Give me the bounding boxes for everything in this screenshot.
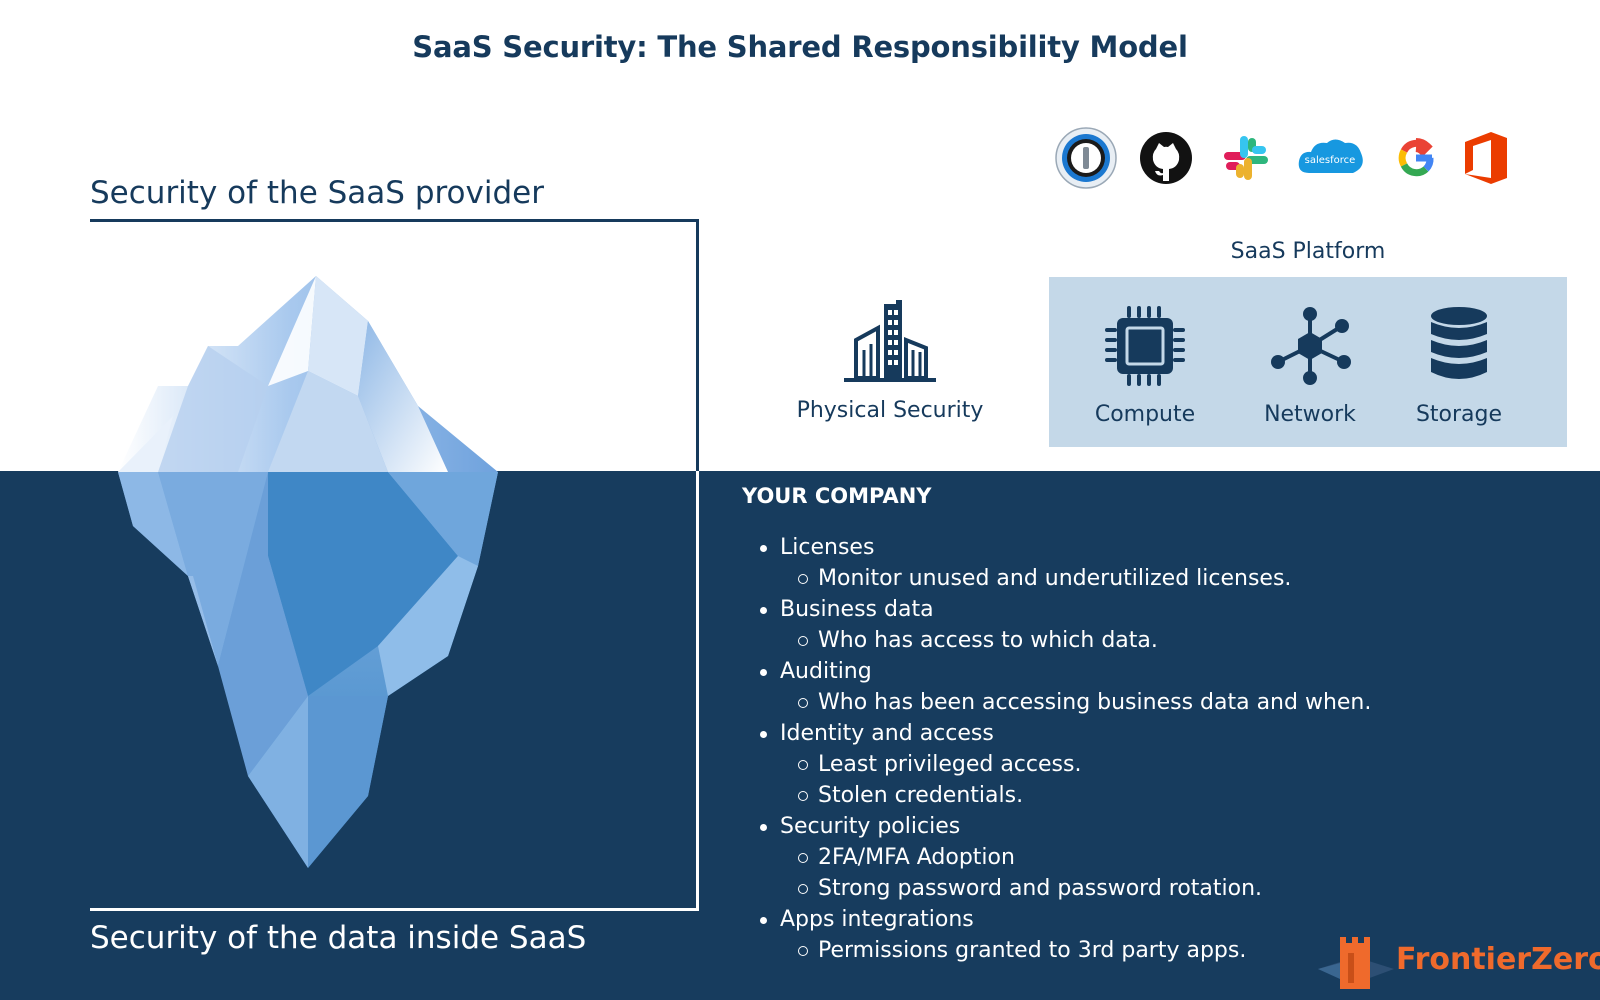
frontierzero-logo: FrontierZero: [1318, 935, 1600, 989]
office-icon: [1455, 126, 1517, 190]
castle-tower-icon: [1318, 937, 1394, 989]
brand-name: FrontierZero: [1396, 942, 1600, 977]
iceberg-illustration: [118, 276, 498, 868]
sub-list-item: Permissions granted to 3rd party apps.: [780, 935, 1562, 966]
list-item: Business data Who has access to which da…: [742, 594, 1562, 656]
list-item: Identity and access Least privileged acc…: [742, 718, 1562, 811]
saas-app-logos: salesforce: [1055, 126, 1525, 190]
salesforce-icon: salesforce: [1295, 126, 1365, 190]
data-heading: Security of the data inside SaaS: [90, 920, 587, 956]
slack-icon: [1215, 126, 1277, 190]
sub-list-item: Who has been accessing business data and…: [780, 687, 1562, 718]
compute-feature: Compute: [1075, 304, 1215, 427]
buildings-icon: [844, 300, 936, 382]
physical-security-label: Physical Security: [796, 398, 984, 423]
sub-list-item: Who has access to which data.: [780, 625, 1562, 656]
bracket-bottom-line: [90, 908, 699, 911]
bracket-top-line: [90, 219, 698, 222]
svg-text:salesforce: salesforce: [1305, 155, 1356, 166]
bracket-right-line-bottom: [696, 471, 699, 911]
provider-heading: Security of the SaaS provider: [90, 175, 544, 211]
network-icon: [1271, 307, 1351, 385]
list-item: Auditing Who has been accessing business…: [742, 656, 1562, 718]
bracket-right-line-top: [696, 219, 699, 471]
sub-list-item: Monitor unused and underutilized license…: [780, 563, 1562, 594]
sub-list-item: Stolen credentials.: [780, 780, 1562, 811]
network-feature: Network: [1240, 304, 1380, 427]
sub-list-item: 2FA/MFA Adoption: [780, 842, 1562, 873]
physical-security: Physical Security: [790, 300, 990, 423]
responsibility-list: Licenses Monitor unused and underutilize…: [742, 532, 1562, 966]
company-responsibilities: YOUR COMPANY Licenses Monitor unused and…: [742, 484, 1562, 966]
list-item: Apps integrations Permissions granted to…: [742, 904, 1562, 966]
saas-platform-label: SaaS Platform: [1230, 239, 1386, 264]
company-heading: YOUR COMPANY: [742, 484, 932, 508]
list-item: Licenses Monitor unused and underutilize…: [742, 532, 1562, 594]
network-label: Network: [1264, 402, 1356, 427]
sub-list-item: Strong password and password rotation.: [780, 873, 1562, 904]
github-icon: [1135, 126, 1197, 190]
sub-list-item: Least privileged access.: [780, 749, 1562, 780]
page-title: SaaS Security: The Shared Responsibility…: [412, 30, 1188, 64]
1password-icon: [1055, 126, 1117, 190]
storage-feature: Storage: [1389, 304, 1529, 427]
storage-label: Storage: [1415, 402, 1503, 427]
compute-label: Compute: [1094, 402, 1196, 427]
cpu-chip-icon: [1105, 306, 1185, 386]
database-icon: [1431, 307, 1487, 379]
list-item: Security policies 2FA/MFA Adoption Stron…: [742, 811, 1562, 904]
google-icon: [1385, 126, 1447, 190]
